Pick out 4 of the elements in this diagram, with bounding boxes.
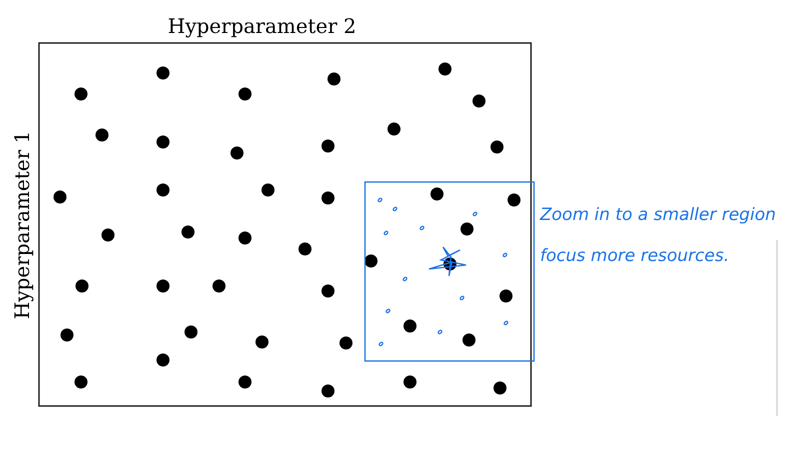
handwritten-note: focus more resources. — [540, 246, 730, 266]
handwritten-note: Zoom in to a smaller region — [540, 205, 776, 225]
axis-label: Hyperparameter 1 — [10, 130, 34, 320]
axis-label: Hyperparameter 2 — [168, 14, 356, 38]
